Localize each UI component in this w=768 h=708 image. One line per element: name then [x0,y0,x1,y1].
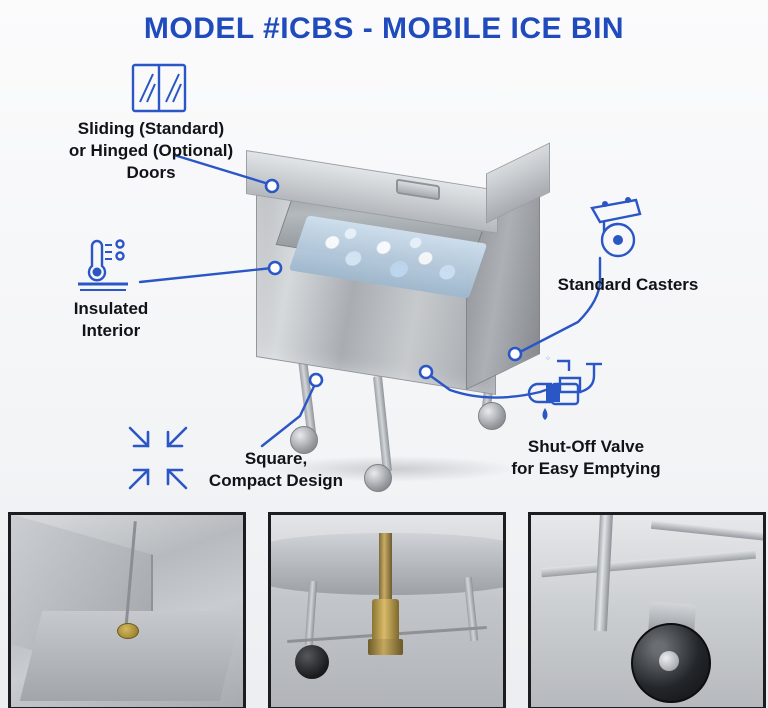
compact-arrows-icon [128,426,188,490]
thumbnail-strip [0,508,768,708]
caster-wheel [478,402,506,430]
product-shadow [268,456,518,482]
thumb-valve-photo [268,512,506,708]
thumb-caster-photo [528,512,766,708]
sliding-doors-icon [131,63,187,113]
callout-label-square: Square, Compact Design [208,449,344,490]
callout-label-doors: Sliding (Standard) or Hinged (Optional) … [68,119,234,182]
callout-label-valve: Shut-Off Valve for Easy Emptying [511,437,661,478]
callout-label-casters: Standard Casters [557,275,699,294]
thumb-interior-photo [8,512,246,708]
callout-label-insulated: Insulated Interior [73,299,149,340]
caster-wheel [364,464,392,492]
caster-wheel-icon [590,197,642,258]
thermometer-icon [78,239,128,291]
page-title: MODEL #ICBS - MOBILE ICE BIN [143,12,625,45]
drain-icon [117,623,139,639]
